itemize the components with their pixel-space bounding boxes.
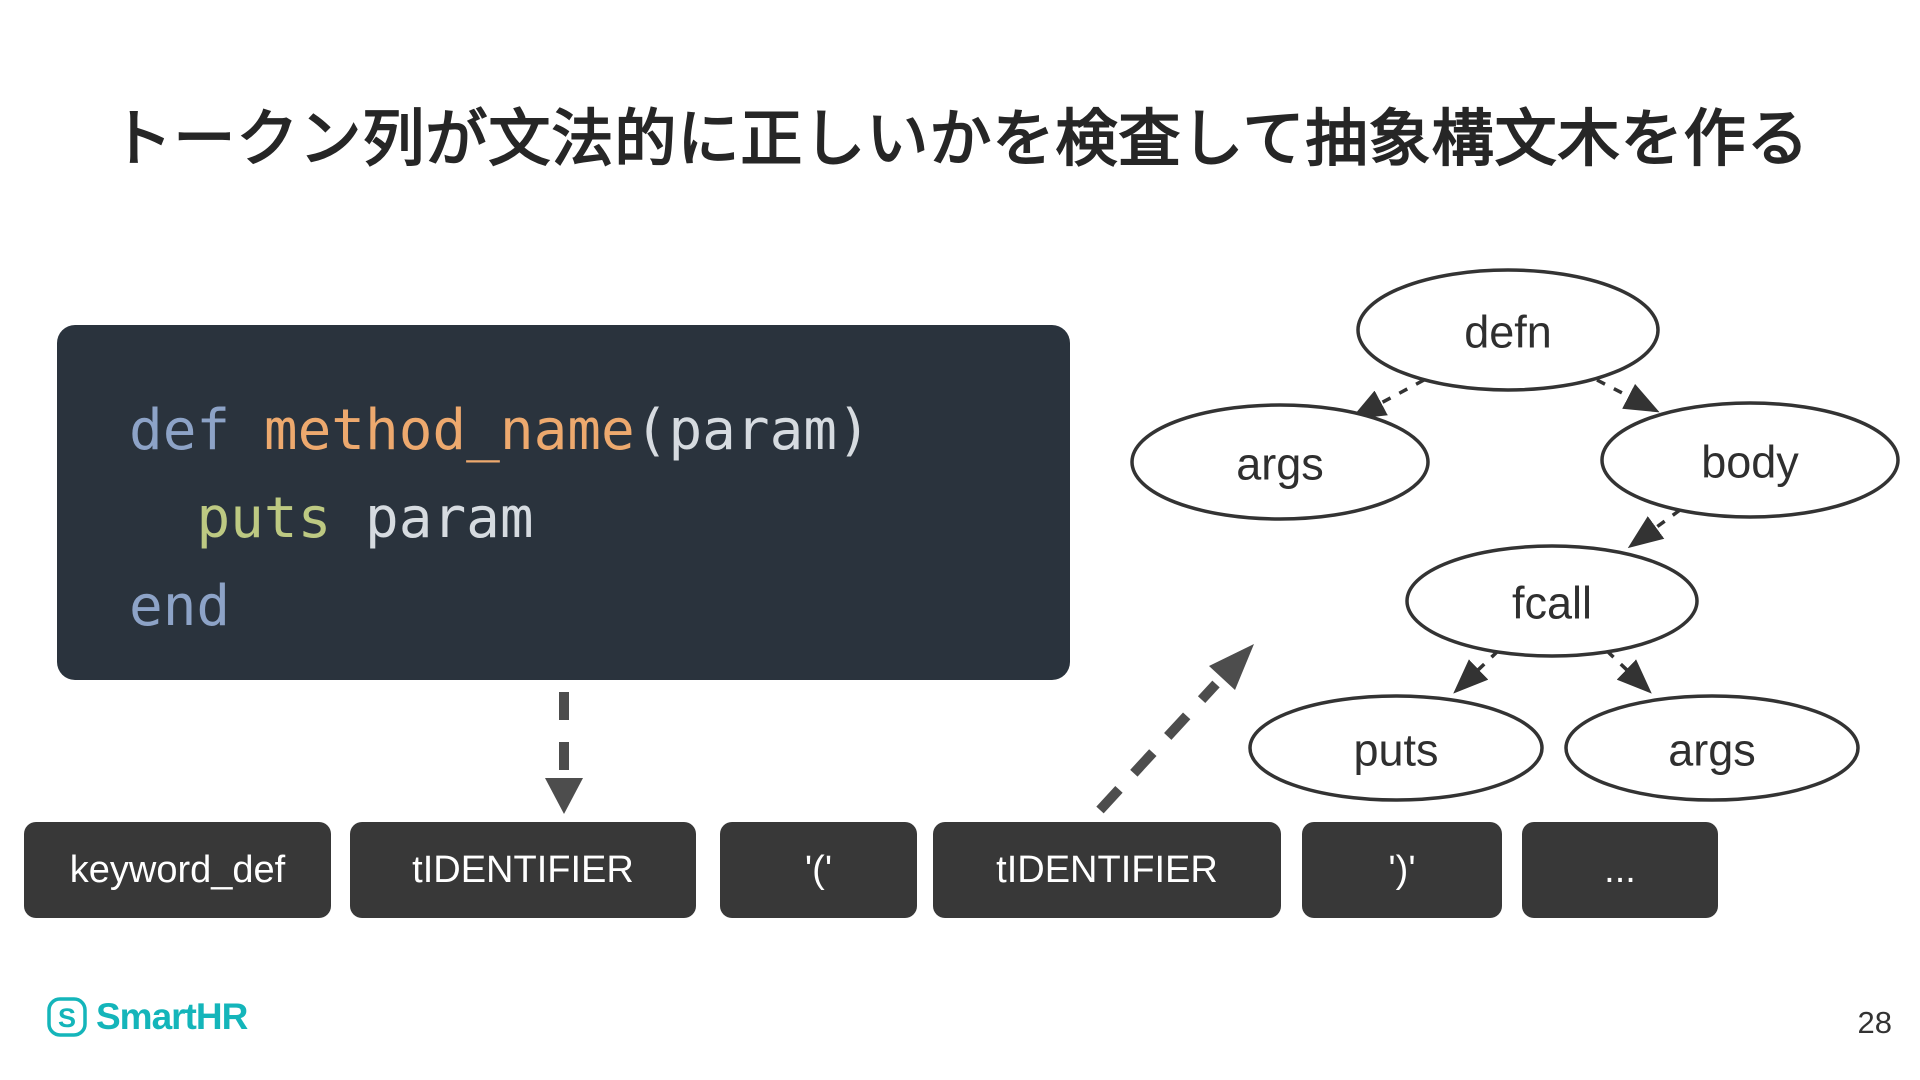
code-line-2: puts param — [129, 475, 1070, 563]
code-block: def method_name(param) puts param end — [57, 325, 1070, 680]
code-token-param: param — [331, 486, 534, 551]
token-rparen: ')' — [1302, 822, 1502, 918]
svg-text:args: args — [1668, 725, 1756, 776]
token-label: '(' — [804, 848, 833, 891]
token-row: keyword_def tIDENTIFIER '(' tIDENTIFIER … — [0, 822, 1920, 918]
tree-node-defn: defn — [1356, 268, 1660, 392]
tree-node-puts: puts — [1248, 694, 1544, 802]
code-line-1: def method_name(param) — [129, 387, 1070, 475]
tree-edge-body-fcall — [1627, 508, 1682, 549]
svg-text:body: body — [1701, 437, 1799, 488]
svg-text:S: S — [58, 1003, 76, 1033]
code-token-end: end — [129, 574, 231, 639]
parse-arrow — [1096, 644, 1254, 814]
tree-edge-defn-args — [1350, 378, 1425, 420]
parse-arrowhead-icon — [1209, 644, 1254, 690]
tree-node-fcall: fcall — [1405, 544, 1699, 658]
token-label: tIDENTIFIER — [996, 848, 1218, 891]
token-ellipsis: ... — [1522, 822, 1718, 918]
tree-node-args-left: args — [1130, 403, 1430, 521]
slide-title: トークン列が文法的に正しいかを検査して抽象構文木を作る — [110, 105, 1810, 174]
tree-node-args-right: args — [1564, 694, 1860, 802]
page-number: 28 — [1857, 1005, 1892, 1040]
tree-edge-fcall-args — [1605, 649, 1652, 694]
svg-text:puts: puts — [1353, 725, 1438, 776]
token-label: tIDENTIFIER — [412, 848, 634, 891]
tree-edge-fcall-puts — [1453, 649, 1500, 694]
code-token-def: def — [129, 398, 264, 463]
token-tidentifier-1: tIDENTIFIER — [350, 822, 696, 918]
smarthr-logo: S SmartHR — [46, 996, 248, 1038]
code-indent — [129, 486, 196, 551]
ast-tree: defn args body fcall puts args — [1130, 268, 1900, 802]
tree-edge-defn-body — [1596, 378, 1660, 413]
code-line-3: end — [129, 563, 1070, 651]
code-token-param-list: (param) — [634, 398, 871, 463]
token-label: keyword_def — [69, 848, 286, 891]
token-label: ')' — [1388, 848, 1416, 891]
svg-text:defn: defn — [1464, 307, 1552, 358]
tokenize-arrowhead-icon — [545, 778, 583, 814]
token-tidentifier-2: tIDENTIFIER — [933, 822, 1281, 918]
code-token-puts: puts — [196, 486, 332, 551]
token-lparen: '(' — [720, 822, 917, 918]
smarthr-logo-text: SmartHR — [96, 996, 248, 1037]
token-keyword-def: keyword_def — [24, 822, 331, 918]
tree-node-body: body — [1600, 401, 1900, 519]
svg-text:fcall: fcall — [1512, 578, 1592, 629]
svg-text:args: args — [1236, 439, 1324, 490]
code-token-method-name: method_name — [263, 398, 635, 463]
tokenize-arrow — [545, 692, 583, 814]
smarthr-s-icon: S — [47, 997, 87, 1037]
token-label: ... — [1604, 848, 1636, 891]
